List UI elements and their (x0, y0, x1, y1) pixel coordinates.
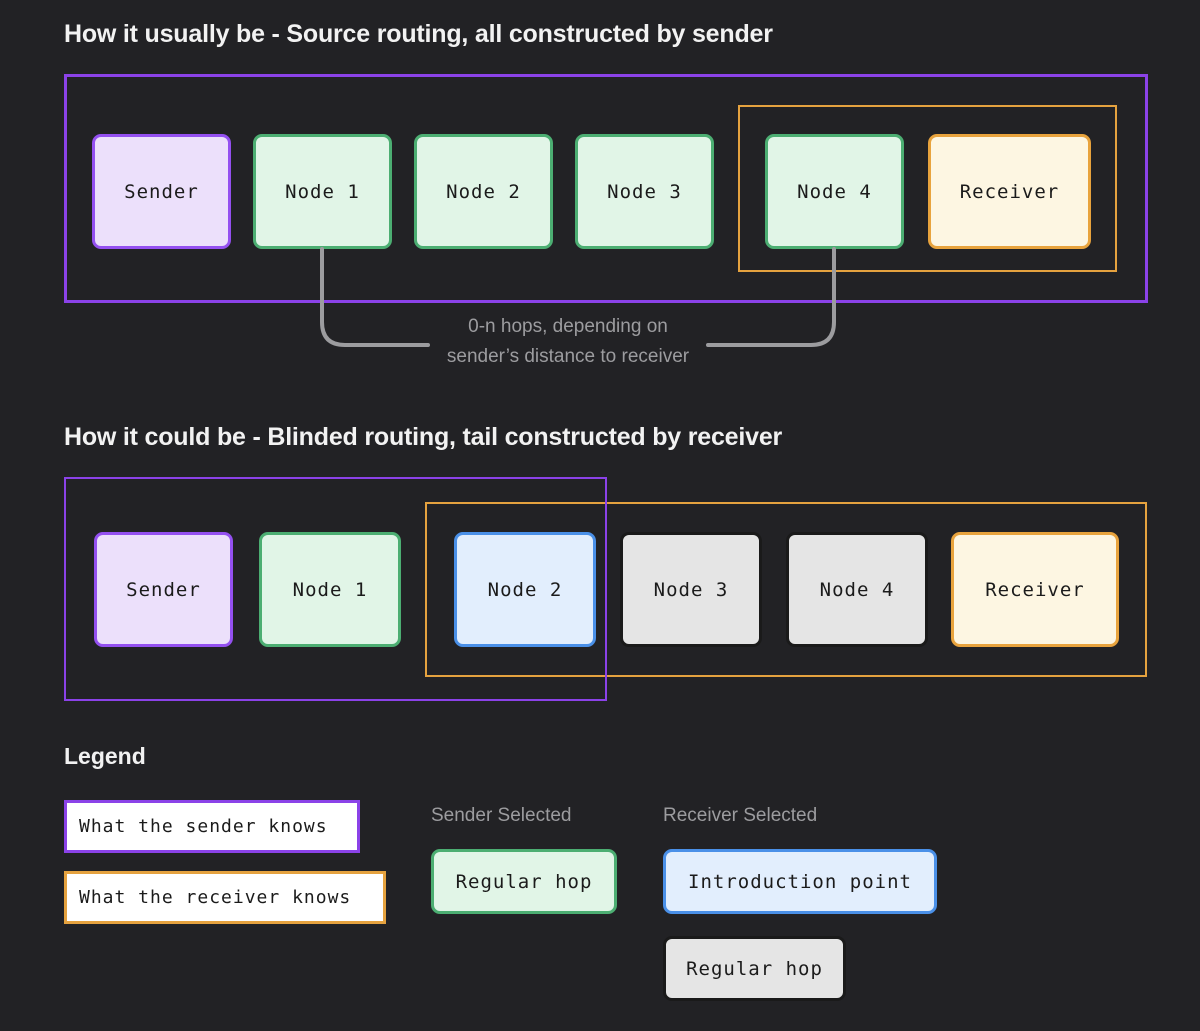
node-label: Node 1 (292, 578, 368, 601)
node-label: Receiver (959, 180, 1060, 203)
node-sender-row1[interactable]: Sender (92, 134, 231, 249)
node-hop-3-row1[interactable]: Node 3 (575, 134, 714, 249)
node-label: Sender (124, 180, 199, 203)
node-label: Node 2 (446, 180, 521, 203)
node-hop-1-row1[interactable]: Node 1 (253, 134, 392, 249)
hop-caption-line-2: sender’s distance to receiver (446, 346, 690, 367)
legend-node-label: Regular hop (686, 957, 823, 980)
hop-caption: 0-n hops, depending on sender’s distance… (398, 312, 738, 372)
legend-node-label: Regular hop (455, 870, 593, 893)
node-hop-4-row2[interactable]: Node 4 (786, 532, 928, 647)
legend-chip-sender-knows: What the sender knows (64, 800, 360, 853)
node-hop-3-row2[interactable]: Node 3 (620, 532, 762, 647)
node-hop-1-row2[interactable]: Node 1 (259, 532, 401, 647)
legend-column-label-sender-selected: Sender Selected (431, 805, 572, 826)
sender-knowledge-group-row1 (64, 74, 1148, 303)
legend-chip-label: What the sender knows (79, 816, 328, 837)
receiver-knowledge-group-row2 (425, 502, 1147, 677)
node-hop-4-row1[interactable]: Node 4 (765, 134, 904, 249)
hop-caption-line-1: 0-n hops, depending on (468, 316, 668, 337)
node-intro-point-row2[interactable]: Node 2 (454, 532, 596, 647)
legend-node-label: Introduction point (688, 870, 912, 893)
sender-knowledge-group-row2 (64, 477, 607, 701)
node-label: Node 3 (653, 578, 729, 601)
legend-column-label-receiver-selected: Receiver Selected (663, 805, 818, 826)
node-label: Node 4 (797, 180, 872, 203)
legend-node-receiver-regular-hop: Regular hop (663, 936, 846, 1001)
node-receiver-row2[interactable]: Receiver (951, 532, 1119, 647)
legend-chip-receiver-knows: What the receiver knows (64, 871, 386, 924)
node-label: Node 1 (285, 180, 360, 203)
legend-node-introduction-point: Introduction point (663, 849, 937, 914)
receiver-knowledge-group-row1 (738, 105, 1117, 272)
legend-chip-label: What the receiver knows (79, 887, 352, 908)
node-receiver-row1[interactable]: Receiver (928, 134, 1091, 249)
node-label: Node 3 (607, 180, 682, 203)
node-hop-2-row1[interactable]: Node 2 (414, 134, 553, 249)
section-1-title: How it usually be - Source routing, all … (64, 20, 773, 48)
node-label: Node 4 (819, 578, 895, 601)
legend-node-sender-regular-hop: Regular hop (431, 849, 617, 914)
node-sender-row2[interactable]: Sender (94, 532, 233, 647)
node-label: Sender (126, 578, 201, 601)
node-label: Node 2 (487, 578, 563, 601)
section-2-title: How it could be - Blinded routing, tail … (64, 423, 783, 451)
node-label: Receiver (985, 578, 1085, 601)
legend-title: Legend (64, 743, 146, 769)
